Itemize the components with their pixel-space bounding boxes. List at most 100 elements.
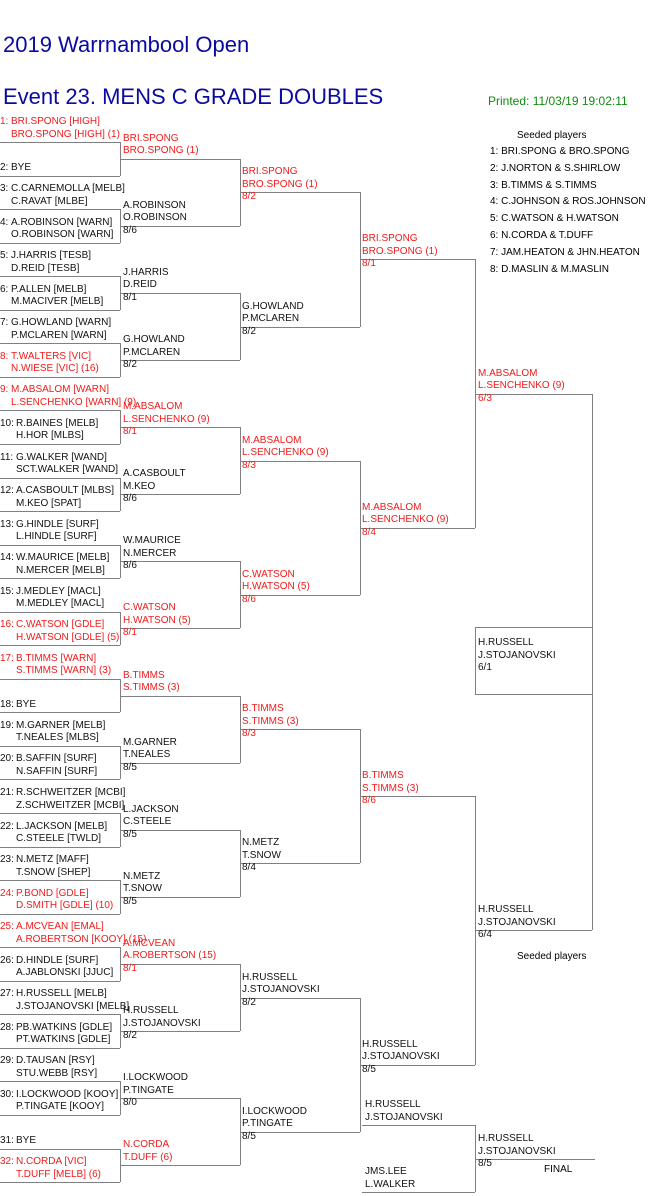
- seeded-player-item: 7: JAM.HEATON & JHN.HEATON: [490, 246, 640, 258]
- team-player-name: B.TIMMS: [123, 669, 165, 681]
- slot-names: M.ABSALOM [WARN]L.SENCHENKO [WARN] (9): [11, 384, 136, 409]
- team-player-name: T.DUFF [MELB] (6): [16, 1168, 102, 1180]
- bracket-line: [120, 628, 240, 630]
- team-player-name: A.MCVEAN [EMAL]: [16, 921, 104, 933]
- team-player-name: G.HINDLE [SURF]: [16, 518, 99, 530]
- slot-names: T.WALTERS [VIC]N.WIESE [VIC] (16): [11, 351, 99, 376]
- bracket-line: [240, 1131, 360, 1133]
- slot-number: 28:: [0, 1021, 14, 1033]
- team-player-name: C.STEELE [TWLD]: [16, 833, 102, 845]
- team-player-name: BYE: [16, 698, 37, 710]
- tournament-title: 2019 Warrnambool Open: [3, 32, 250, 57]
- team-player-name: M.KEO [SPAT]: [16, 497, 82, 509]
- match-score: 6/3: [478, 392, 492, 404]
- match-score: 8/4: [362, 526, 376, 538]
- team-player-name: BYE: [16, 1135, 37, 1146]
- team-player-name: H.RUSSELL: [478, 904, 534, 916]
- bracket-line: [0, 175, 120, 177]
- seeded-players-title: Seeded players: [517, 130, 587, 141]
- team-player-name: L.SENCHENKO (9): [123, 413, 210, 425]
- team-player-name: J.STOJANOVSKI: [242, 984, 320, 996]
- team-player-name: M.ABSALOM: [123, 401, 183, 413]
- bracket-line: [475, 694, 592, 695]
- team-player-name: B.TIMMS [WARN]: [16, 652, 97, 664]
- bracket-line: [0, 376, 120, 378]
- slot-names: PB.WATKINS [GDLE]PT.WATKINS [GDLE]: [16, 1022, 112, 1047]
- slot-names: A.CASBOULT [MLBS]M.KEO [SPAT]: [16, 485, 114, 510]
- team-player-name: H.WATSON [GDLE] (5): [16, 631, 120, 643]
- draw-slot: 14:W.MAURICE [MELB]N.MERCER [MELB]: [0, 552, 109, 577]
- final-label: FINAL: [544, 1164, 573, 1175]
- team-player-name: A.ROBERTSON (15): [123, 950, 217, 962]
- team-player-name: STU.WEBB [RSY]: [16, 1067, 98, 1079]
- bracket-line: [0, 477, 120, 479]
- draw-slot: 8:T.WALTERS [VIC]N.WIESE [VIC] (16): [0, 351, 99, 376]
- draw-slot: 11:G.WALKER [WAND]SCT.WALKER [WAND]: [0, 452, 118, 477]
- draw-slot: 24:P.BOND [GDLE]D.SMITH [GDLE] (10): [0, 888, 113, 913]
- bracket-line: [0, 645, 120, 647]
- slot-number: 6:: [0, 283, 9, 295]
- bracket-line: [360, 259, 475, 261]
- slot-names: N.METZ [MAFF]T.SNOW [SHEP]: [16, 854, 90, 879]
- draw-slot: 7:G.HOWLAND [WARN]P.MCLAREN [WARN]: [0, 317, 111, 342]
- bracket-line: [0, 309, 120, 311]
- draw-slot: 1:BRI.SPONG [HIGH]BRO.SPONG [HIGH] (1): [0, 116, 120, 141]
- team-player-name: M.GARNER [MELB]: [16, 719, 106, 731]
- bracket-line: [120, 947, 121, 981]
- team-player-name: SCT.WALKER [WAND]: [16, 464, 119, 475]
- bracket-line: [0, 880, 120, 882]
- team-player-name: J.MEDLEY [MACL]: [16, 585, 101, 597]
- team-player-name: BRI.SPONG: [362, 233, 418, 245]
- team-player-name: G.HOWLAND [WARN]: [11, 317, 112, 329]
- slot-number: 7:: [0, 317, 9, 329]
- bracket-line: [0, 745, 120, 747]
- team-player-name: L.JACKSON [MELB]: [16, 820, 108, 832]
- match-score: 8/5: [123, 828, 137, 840]
- team-player-name: P.ALLEN [MELB]: [11, 283, 87, 295]
- team-player-name: BRI.SPONG: [123, 132, 179, 144]
- team-player-name: A.CASBOULT: [123, 468, 186, 480]
- slot-number: 10:: [0, 417, 14, 429]
- bracket-line: [120, 880, 121, 914]
- draw-slot: 12:A.CASBOULT [MLBS]M.KEO [SPAT]: [0, 485, 114, 510]
- draw-slot: 18:BYE: [0, 699, 36, 712]
- bracket-line: [240, 594, 360, 596]
- slot-names: G.HINDLE [SURF]L.HINDLE [SURF]: [16, 519, 99, 544]
- slot-names: C.WATSON [GDLE]H.WATSON [GDLE] (5): [16, 619, 119, 644]
- bracket-line: [0, 1014, 120, 1016]
- draw-slot: 29:D.TAUSAN [RSY]STU.WEBB [RSY]: [0, 1055, 97, 1080]
- bracket-line: [475, 627, 592, 628]
- match-score: 8/5: [123, 761, 137, 773]
- team-player-name: I.LOCKWOOD [KOOY]: [16, 1088, 119, 1100]
- match-score: 8/1: [123, 962, 137, 974]
- bracket-line: [120, 494, 240, 496]
- slot-names: D.HINDLE [SURF]A.JABLONSKI [JJUC]: [16, 955, 113, 980]
- team-player-name: P.TINGATE: [242, 1118, 293, 1130]
- bracket-line: [0, 209, 120, 211]
- team-player-name: L.WALKER: [365, 1178, 416, 1190]
- bracket-line: [120, 695, 240, 697]
- team-player-name: BRO.SPONG (1): [362, 245, 438, 257]
- team-player-name: H.RUSSELL: [365, 1099, 421, 1110]
- bracket-line: [120, 360, 240, 362]
- slot-names: J.MEDLEY [MACL]M.MEDLEY [MACL]: [16, 586, 104, 611]
- team-player-name: N.METZ: [242, 837, 280, 849]
- slot-names: BYE: [11, 162, 31, 175]
- team-player-name: T.NEALES [MLBS]: [16, 732, 99, 744]
- team-player-name: BRI.SPONG: [242, 166, 298, 178]
- slot-names: G.HOWLAND [WARN]P.MCLAREN [WARN]: [11, 317, 111, 342]
- match-score: 8/2: [242, 996, 256, 1008]
- team-player-name: R.BAINES [MELB]: [16, 417, 99, 429]
- slot-number: 19:: [0, 719, 14, 731]
- bracket-line: [475, 1125, 476, 1192]
- match-score: 8/6: [362, 795, 376, 807]
- team-player-name: BRO.SPONG (1): [123, 145, 199, 157]
- bracket-line: [0, 678, 120, 680]
- draw-slot: 17:B.TIMMS [WARN]S.TIMMS [WARN] (3): [0, 653, 111, 678]
- bracket-line: [592, 393, 593, 931]
- team-player-name: C.STEELE: [123, 816, 172, 828]
- match-score: 8/5: [123, 895, 137, 907]
